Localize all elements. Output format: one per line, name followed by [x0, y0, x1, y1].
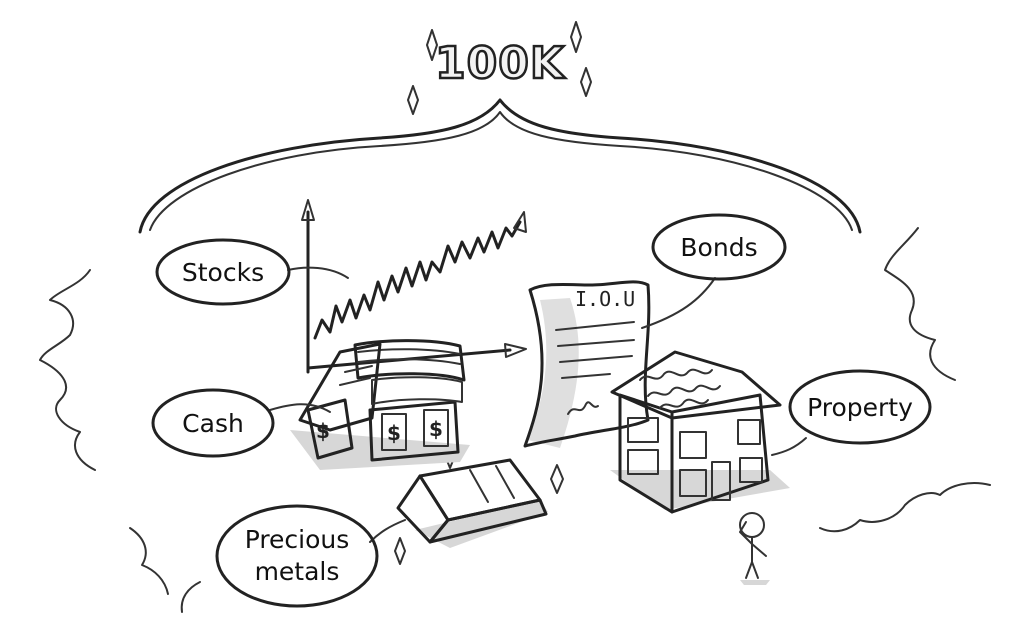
sparkle-icon: [394, 537, 406, 565]
iou-text: I.O.U: [575, 287, 635, 311]
sparkle-icons: [394, 21, 592, 565]
dollar-symbol: $: [316, 419, 330, 443]
iou-document-icon: I.O.U: [523, 280, 651, 448]
title: 100K: [435, 38, 566, 89]
label-bonds-text: Bonds: [680, 233, 757, 262]
label-precious-metals-line1: Precious: [245, 525, 350, 554]
label-precious-metals-line2: metals: [255, 557, 340, 586]
sparkle-icon: [570, 21, 582, 53]
sparkle-icon: [550, 464, 564, 494]
label-bonds: Bonds: [651, 213, 787, 281]
cash-stack-icon: $ $ $: [290, 339, 470, 470]
sparkle-icon: [407, 85, 419, 115]
dollar-symbol: $: [429, 417, 443, 441]
brace: [138, 98, 862, 234]
sparkle-icon: [426, 29, 438, 61]
label-precious-metals: Precious metals: [215, 504, 379, 608]
label-property: Property: [788, 369, 932, 445]
label-stocks: Stocks: [155, 238, 291, 306]
border-wisps: [39, 227, 991, 613]
label-property-text: Property: [807, 393, 913, 422]
label-cash: Cash: [151, 388, 275, 458]
metal-bar-icon: [396, 458, 548, 548]
person-icon: [739, 512, 770, 585]
house-icon: [610, 350, 790, 514]
sparkle-icon: [580, 67, 592, 97]
title-group: 100K: [434, 37, 566, 91]
label-cash-text: Cash: [182, 409, 244, 438]
stock-chart-icon: [301, 199, 527, 374]
dollar-symbol: $: [387, 421, 401, 445]
label-stocks-text: Stocks: [182, 258, 264, 287]
